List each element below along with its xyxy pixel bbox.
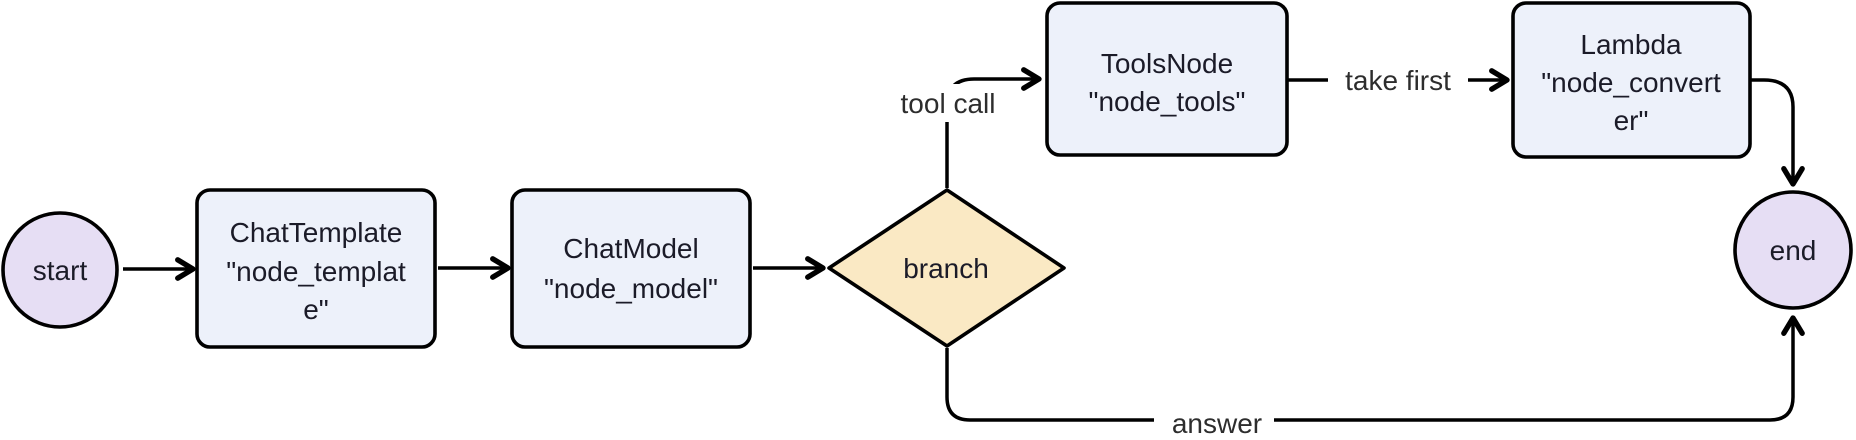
lambda-node-shape <box>1511 1 1752 159</box>
chat-template-node: ChatTemplate "node_templat e" <box>195 188 437 349</box>
start-node-label: start <box>33 255 88 286</box>
chat-model-node: ChatModel "node_model" <box>510 188 752 349</box>
branch-node-label: branch <box>903 253 989 284</box>
chat-template-node-shape <box>195 188 437 349</box>
edge-label-take-first-text: take first <box>1345 65 1451 96</box>
edge-label-answer-text: answer <box>1172 408 1262 439</box>
edge-branch-to-end-answer <box>945 315 1805 422</box>
edge-label-take-first: take first <box>1328 61 1468 101</box>
end-node: end <box>1733 190 1853 310</box>
chat-model-node-shape <box>510 188 752 349</box>
edge-lambda-to-end <box>1751 78 1805 187</box>
edge-label-answer: answer <box>1154 404 1274 439</box>
branch-node-shape <box>827 188 1066 348</box>
chat-template-node-label-line2: "node_templat <box>226 256 406 287</box>
lambda-node-label-line1: Lambda <box>1580 29 1682 60</box>
chat-template-node-label-line3: e" <box>303 294 329 325</box>
tools-node: ToolsNode "node_tools" <box>1045 1 1289 157</box>
tools-node-label-line2: "node_tools" <box>1089 86 1246 117</box>
lambda-node-label-line3: er" <box>1614 105 1649 136</box>
lambda-node: Lambda "node_convert er" <box>1511 1 1752 159</box>
edge-label-tool-call-bg <box>882 84 1012 122</box>
chat-model-node-label-line1: ChatModel <box>563 233 698 264</box>
tools-node-shape <box>1045 1 1289 157</box>
lambda-node-label-line2: "node_convert <box>1541 67 1721 98</box>
edge-label-take-first-bg <box>1328 61 1468 101</box>
end-node-shape <box>1733 190 1853 310</box>
start-node-shape <box>1 211 119 329</box>
edge-label-answer-bg <box>1154 404 1274 438</box>
branch-node: branch <box>827 188 1066 348</box>
end-node-label: end <box>1770 235 1817 266</box>
chat-model-node-label-line2: "node_model" <box>544 273 718 304</box>
chat-template-node-label-line1: ChatTemplate <box>230 217 403 248</box>
tools-node-label-line1: ToolsNode <box>1101 48 1233 79</box>
edge-label-tool-call: tool call <box>882 84 1012 122</box>
start-node: start <box>1 211 119 329</box>
edge-label-tool-call-text: tool call <box>901 88 996 119</box>
